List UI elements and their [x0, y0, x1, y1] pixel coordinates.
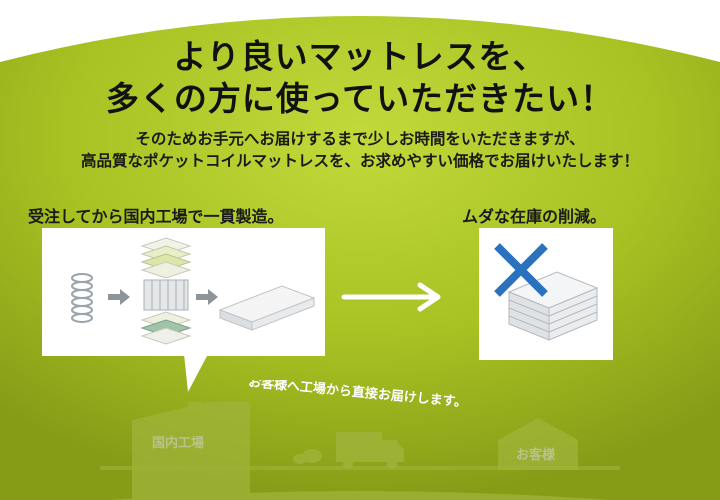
speech-bubble-tail [184, 354, 208, 392]
headline-line-2: 多くの方に使っていただきたい！ [105, 79, 615, 118]
delivery-caption: お客様へ工場から直接お届けします。 [248, 380, 468, 411]
coil-spring-icon [71, 273, 93, 323]
manufacturing-panel [42, 228, 325, 356]
inventory-label: ムダな在庫の削減。 [462, 207, 607, 226]
inventory-panel [479, 228, 613, 360]
flow-arrow-icon [341, 282, 441, 312]
mattress-icon [218, 285, 316, 331]
svg-text:お客様へ工場から直接お届けします。: お客様へ工場から直接お届けします。 [248, 380, 468, 411]
headline-line-1: より良いマットレスを、 [173, 37, 547, 76]
cross-mark-icon [494, 243, 548, 297]
inventory-illustration [494, 243, 599, 341]
delivery-caption-text: お客様へ工場から直接お届けします。 [248, 380, 468, 411]
subtext-line-2: 高品質なポケットコイルマットレスを、お求めやすい価格でお届けいたします！ [80, 152, 639, 170]
manufacturing-illustration [71, 237, 316, 345]
process-arrow-icon [108, 289, 130, 305]
subtext-line-1: そのためお手元へお届けするまで少しお時間をいただきますが、 [135, 130, 585, 148]
manufacturing-label: 受注してから国内工場で一貫製造。 [28, 207, 284, 226]
factory-label: 国内工場 [152, 436, 205, 451]
customer-label: お客様 [516, 448, 556, 463]
stacked-mattress-icon [507, 271, 599, 341]
process-arrow-icon [196, 289, 218, 305]
mattress-layers-icon [140, 237, 192, 345]
